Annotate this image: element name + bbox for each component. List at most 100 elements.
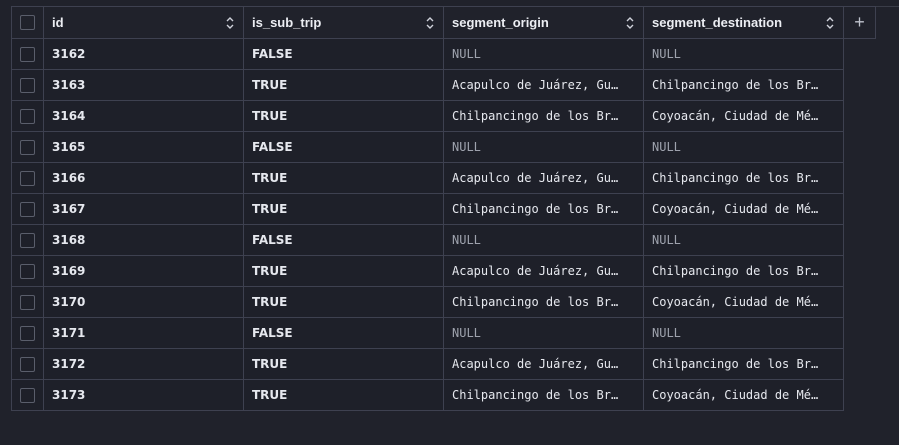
- sort-updown-icon[interactable]: [825, 16, 835, 30]
- cell-segment-origin[interactable]: NULL: [443, 131, 644, 163]
- plus-icon[interactable]: +: [854, 12, 865, 32]
- cell-id[interactable]: 3169: [43, 255, 244, 287]
- cell-id[interactable]: 3173: [43, 379, 244, 411]
- cell-segment-origin[interactable]: Chilpancingo de los Br…: [443, 286, 644, 318]
- cell-segment-origin[interactable]: Chilpancingo de los Br…: [443, 193, 644, 225]
- row-checkbox[interactable]: [20, 387, 35, 403]
- cell-segment-origin[interactable]: Chilpancingo de los Br…: [443, 100, 644, 132]
- row-select-cell[interactable]: [11, 69, 44, 101]
- row-select-cell[interactable]: [11, 317, 44, 349]
- cell-is-sub-trip[interactable]: TRUE: [243, 162, 444, 194]
- cell-segment-origin[interactable]: Acapulco de Juárez, Gu…: [443, 162, 644, 194]
- cell-id[interactable]: 3170: [43, 286, 244, 318]
- cell-id[interactable]: 3165: [43, 131, 244, 163]
- cell-segment-destination[interactable]: NULL: [643, 131, 844, 163]
- row-checkbox[interactable]: [20, 170, 35, 186]
- cell-segment-origin[interactable]: NULL: [443, 38, 644, 70]
- row-select-cell[interactable]: [11, 162, 44, 194]
- cell-segment-destination[interactable]: Chilpancingo de los Br…: [643, 255, 844, 287]
- row-select-cell[interactable]: [11, 379, 44, 411]
- cell-value: Coyoacán, Ciudad de Mé…: [652, 109, 819, 123]
- column-header-segment-origin[interactable]: segment_origin: [443, 6, 644, 39]
- column-header-segment-destination[interactable]: segment_destination: [643, 6, 844, 39]
- row-select-cell[interactable]: [11, 224, 44, 256]
- row-select-cell[interactable]: [11, 255, 44, 287]
- cell-is-sub-trip[interactable]: TRUE: [243, 69, 444, 101]
- row-select-cell[interactable]: [11, 100, 44, 132]
- cell-segment-destination[interactable]: Coyoacán, Ciudad de Mé…: [643, 286, 844, 318]
- cell-is-sub-trip[interactable]: FALSE: [243, 224, 444, 256]
- cell-is-sub-trip[interactable]: FALSE: [243, 317, 444, 349]
- cell-segment-destination[interactable]: Chilpancingo de los Br…: [643, 69, 844, 101]
- cell-id[interactable]: 3172: [43, 348, 244, 380]
- cell-is-sub-trip[interactable]: TRUE: [243, 286, 444, 318]
- cell-is-sub-trip[interactable]: TRUE: [243, 379, 444, 411]
- row-checkbox[interactable]: [20, 232, 35, 248]
- row-select-cell[interactable]: [11, 131, 44, 163]
- cell-id[interactable]: 3164: [43, 100, 244, 132]
- row-checkbox[interactable]: [20, 356, 35, 372]
- cell-segment-destination[interactable]: Coyoacán, Ciudad de Mé…: [643, 379, 844, 411]
- cell-is-sub-trip[interactable]: TRUE: [243, 100, 444, 132]
- cell-id[interactable]: 3162: [43, 38, 244, 70]
- cell-id[interactable]: 3163: [43, 69, 244, 101]
- cell-segment-origin[interactable]: Acapulco de Juárez, Gu…: [443, 69, 644, 101]
- cell-segment-destination[interactable]: Coyoacán, Ciudad de Mé…: [643, 100, 844, 132]
- row-checkbox[interactable]: [20, 46, 35, 62]
- column-header-id[interactable]: id: [43, 6, 244, 39]
- cell-id[interactable]: 3171: [43, 317, 244, 349]
- cell-is-sub-trip[interactable]: FALSE: [243, 38, 444, 70]
- select-all-checkbox[interactable]: [20, 15, 35, 30]
- row-checkbox[interactable]: [20, 108, 35, 124]
- cell-segment-origin[interactable]: Acapulco de Juárez, Gu…: [443, 348, 644, 380]
- cell-is-sub-trip[interactable]: TRUE: [243, 255, 444, 287]
- cell-is-sub-trip[interactable]: FALSE: [243, 131, 444, 163]
- cell-segment-destination[interactable]: Coyoacán, Ciudad de Mé…: [643, 193, 844, 225]
- cell-segment-destination[interactable]: NULL: [643, 38, 844, 70]
- row-checkbox[interactable]: [20, 263, 35, 279]
- row-select-cell[interactable]: [11, 286, 44, 318]
- cell-segment-origin[interactable]: NULL: [443, 224, 644, 256]
- cell-segment-destination[interactable]: NULL: [643, 224, 844, 256]
- cell-is-sub-trip[interactable]: TRUE: [243, 348, 444, 380]
- header-row: id is_sub_trip: [11, 6, 876, 39]
- row-checkbox[interactable]: [20, 139, 35, 155]
- cell-segment-destination[interactable]: Chilpancingo de los Br…: [643, 162, 844, 194]
- cell-segment-destination[interactable]: Chilpancingo de los Br…: [643, 348, 844, 380]
- cell-id[interactable]: 3166: [43, 162, 244, 194]
- select-all-header[interactable]: [11, 6, 44, 39]
- sort-updown-icon[interactable]: [225, 16, 235, 30]
- row-checkbox[interactable]: [20, 77, 35, 93]
- row-select-cell[interactable]: [11, 193, 44, 225]
- add-column-button[interactable]: +: [843, 6, 876, 39]
- row-checkbox[interactable]: [20, 201, 35, 217]
- cell-value: Chilpancingo de los Br…: [652, 357, 819, 371]
- cell-segment-origin[interactable]: Chilpancingo de los Br…: [443, 379, 644, 411]
- cell-id[interactable]: 3167: [43, 193, 244, 225]
- cell-segment-destination[interactable]: NULL: [643, 317, 844, 349]
- column-header-is-sub-trip[interactable]: is_sub_trip: [243, 6, 444, 39]
- cell-segment-origin[interactable]: NULL: [443, 317, 644, 349]
- cell-id[interactable]: 3168: [43, 224, 244, 256]
- cell-segment-origin[interactable]: Acapulco de Juárez, Gu…: [443, 255, 644, 287]
- sort-updown-icon[interactable]: [425, 16, 435, 30]
- cell-value: NULL: [452, 326, 481, 340]
- sort-updown-icon[interactable]: [625, 16, 635, 30]
- row-select-cell[interactable]: [11, 348, 44, 380]
- row-checkbox[interactable]: [20, 325, 35, 341]
- row-select-cell[interactable]: [11, 38, 44, 70]
- cell-is-sub-trip[interactable]: TRUE: [243, 193, 444, 225]
- row-checkbox[interactable]: [20, 294, 35, 310]
